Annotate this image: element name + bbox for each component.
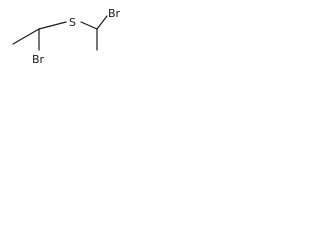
atom-bromine-right-label: Br xyxy=(108,7,121,20)
atom-sulfur-label: S xyxy=(69,16,76,29)
structure-diagram: S Br Br xyxy=(0,0,151,78)
molecule-drawing: S Br Br xyxy=(12,7,121,66)
atom-bromine-left-label: Br xyxy=(32,53,45,66)
bond-right-carbon-bromine xyxy=(96,15,108,30)
bond-sulfur-right-carbon xyxy=(80,21,98,30)
bond-left-carbon-sulfur xyxy=(38,21,67,30)
bond-left-methyl xyxy=(12,28,40,45)
